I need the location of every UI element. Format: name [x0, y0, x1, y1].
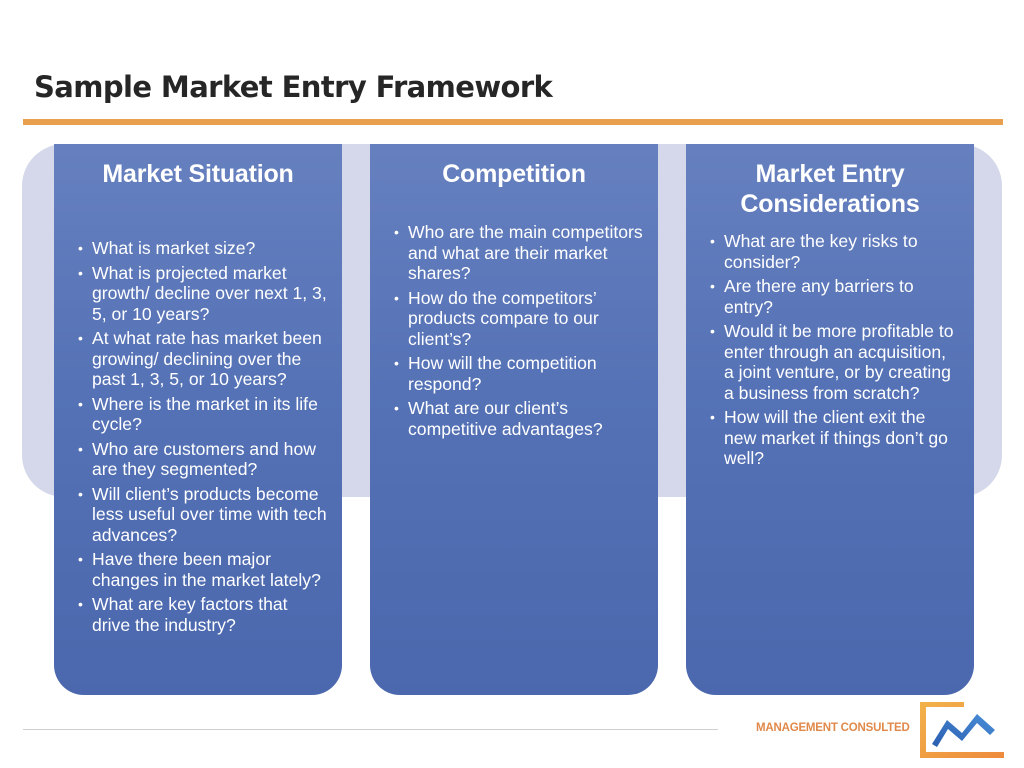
panel-heading: Market Entry Considerations	[740, 160, 920, 218]
bullet-icon: •	[78, 240, 83, 256]
panel-heading: Competition	[442, 160, 586, 188]
list-item: •At what rate has market been growing/ d…	[78, 328, 322, 389]
panel-market-situation: Market Situation •What is market size? •…	[54, 144, 342, 695]
list-item: •What is market size?	[78, 238, 256, 258]
bullet-icon: •	[394, 400, 399, 416]
list-item: •What are our client’s competitive advan…	[394, 398, 603, 439]
list-item: •Will client’s products become less usef…	[78, 483, 327, 545]
panel-bullet-list: •What are the key risks to consider? •Ar…	[686, 219, 974, 469]
bullet-icon: •	[710, 233, 715, 249]
bullet-icon: •	[78, 551, 83, 567]
list-item: •Who are customers and how are they segm…	[78, 438, 316, 480]
panel-bullet-list: •What is market size? •What is projected…	[54, 189, 342, 635]
brand-name: MANAGEMENT CONSULTED	[756, 722, 910, 734]
list-item: •Who are the main competitors and what a…	[394, 222, 643, 283]
mc-logo-icon	[920, 702, 1004, 758]
footer-divider	[23, 729, 718, 730]
list-item: •How will the client exit the new market…	[710, 407, 948, 468]
bullet-icon: •	[78, 485, 83, 502]
bullet-icon: •	[710, 323, 715, 339]
bullet-icon: •	[78, 440, 83, 457]
list-item: •How will the competition respond?	[394, 353, 597, 394]
list-item: •Have there been major changes in the ma…	[78, 549, 321, 590]
list-item: •Are there any barriers to entry?	[710, 276, 914, 317]
bullet-icon: •	[78, 330, 83, 346]
page-title: Sample Market Entry Framework	[34, 70, 553, 104]
panel-market-entry-considerations: Market Entry Considerations •What are th…	[686, 144, 974, 695]
bullet-icon: •	[394, 355, 399, 371]
bullet-icon: •	[394, 224, 399, 240]
bullet-icon: •	[710, 409, 715, 425]
bullet-icon: •	[394, 289, 399, 306]
panel-bullet-list: •Who are the main competitors and what a…	[370, 189, 658, 439]
list-item: •What are key factors that drive the ind…	[78, 594, 288, 635]
panel-heading: Market Situation	[102, 160, 294, 188]
list-item: •Where is the market in its life cycle?	[78, 393, 318, 435]
bullet-icon: •	[78, 395, 83, 412]
bullet-icon: •	[78, 264, 83, 281]
bullet-icon: •	[710, 278, 715, 294]
list-item: •What is projected market growth/ declin…	[78, 262, 327, 324]
list-item: •How do the competitors’ products compar…	[394, 287, 599, 349]
bullet-icon: •	[78, 596, 83, 612]
title-underline-divider	[23, 119, 1003, 125]
list-item: •Would it be more profitable to enter th…	[710, 321, 954, 403]
list-item: •What are the key risks to consider?	[710, 231, 918, 272]
panel-competition: Competition •Who are the main competitor…	[370, 144, 658, 695]
